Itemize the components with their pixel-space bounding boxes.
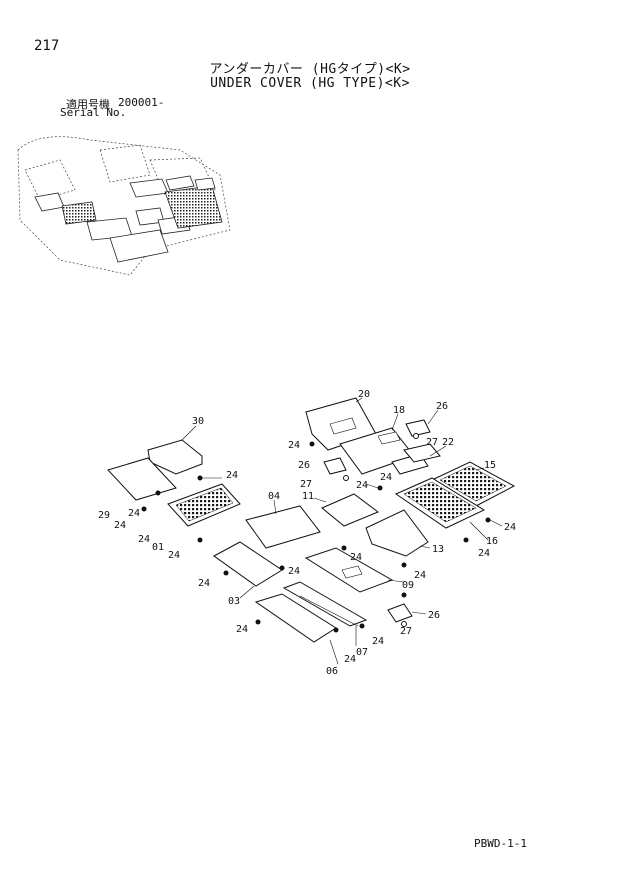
callout-26: 26 (428, 610, 440, 621)
callout-13: 13 (432, 544, 444, 555)
callout-24: 24 (504, 522, 516, 533)
callout-27: 27 (300, 479, 312, 490)
callout-27: 27 (400, 626, 412, 637)
part-07-rail (282, 581, 368, 627)
part-26-plate-a (405, 419, 431, 437)
part-26-plate-b (323, 457, 347, 475)
callout-24: 24 (114, 520, 126, 531)
callout-24: 24 (128, 508, 140, 519)
callout-03: 03 (228, 596, 240, 607)
serial-label-english: Serial No. (60, 106, 127, 119)
part-29-plate (107, 457, 177, 501)
callout-01: 01 (152, 542, 164, 553)
callout-24: 24 (226, 470, 238, 481)
title-english: UNDER COVER (HG TYPE)<K> (210, 76, 410, 91)
callout-11: 11 (302, 491, 314, 502)
part-04-plate (245, 505, 321, 549)
callout-06: 06 (326, 666, 338, 677)
title-japanese: アンダーカバー (HGタイプ)<K> (209, 62, 411, 77)
callout-07: 07 (356, 647, 368, 658)
callout-24: 24 (344, 654, 356, 665)
callout-04: 04 (268, 491, 280, 502)
callout-16: 16 (486, 536, 498, 547)
callout-09: 09 (402, 580, 414, 591)
page-number: 217 (34, 38, 60, 54)
callout-29: 29 (98, 510, 110, 521)
callout-26: 26 (298, 460, 310, 471)
callout-24: 24 (168, 550, 180, 561)
serial-range: 200001- (118, 96, 165, 109)
callout-30: 30 (192, 416, 204, 427)
callout-15: 15 (484, 460, 496, 471)
callout-22: 22 (442, 437, 454, 448)
callout-24: 24 (198, 578, 210, 589)
callout-24: 24 (356, 480, 368, 491)
callout-24: 24 (350, 552, 362, 563)
part-26-plate-c (387, 603, 413, 623)
callout-24: 24 (478, 548, 490, 559)
callout-20: 20 (358, 389, 370, 400)
part-13-plate (365, 509, 429, 557)
serial-label-japanese: 適用号機 (66, 98, 110, 111)
part-03-plate (213, 541, 283, 587)
callout-24: 24 (288, 440, 300, 451)
callout-24: 24 (288, 566, 300, 577)
callout-27: 27 (426, 437, 438, 448)
footer-code: PBWD-1-1 (474, 837, 527, 850)
callout-24: 24 (372, 636, 384, 647)
callout-24: 24 (138, 534, 150, 545)
callout-24: 24 (414, 570, 426, 581)
callout-18: 18 (393, 405, 405, 416)
callout-26: 26 (436, 401, 448, 412)
callout-24: 24 (236, 624, 248, 635)
part-11-plate (321, 493, 380, 527)
callout-24: 24 (380, 472, 392, 483)
